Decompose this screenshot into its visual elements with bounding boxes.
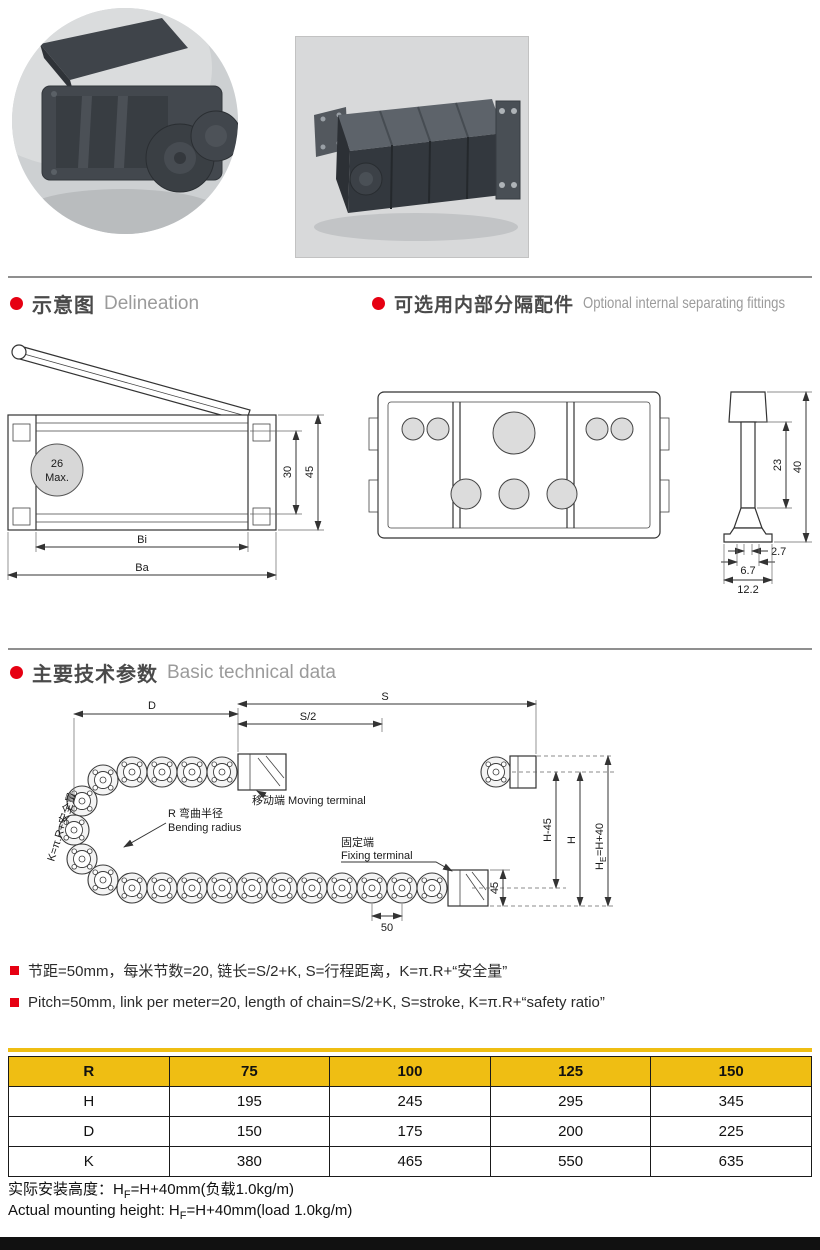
footer-bar	[0, 1237, 820, 1250]
dim-2-7-label: 2.7	[771, 546, 786, 558]
product-photo-rect-art	[296, 37, 528, 257]
section-divider	[8, 276, 812, 278]
table-cell: 225	[650, 1116, 812, 1147]
dim-d-label: D	[148, 700, 156, 712]
table-accent-strip	[8, 1048, 812, 1052]
moving-terminal-label: 移动端 Moving terminal	[252, 794, 366, 807]
table-cell: 295	[489, 1086, 652, 1117]
section-title-en: Optional internal separating fittings	[583, 294, 786, 312]
chain-bend-diagram: D S S/2 K=π.R+安全量 移动端 Moving terminal R …	[44, 691, 614, 934]
product-photo-circle	[12, 8, 238, 234]
technical-data-table: R 75 100 125 150 H 195 245 295 345 D 150…	[8, 1056, 812, 1177]
table-cell: 245	[329, 1086, 491, 1117]
dim-12-2-label: 12.2	[737, 584, 758, 596]
side-view-drawing: 26 Max. 30 45 Bi Ba	[7, 344, 324, 580]
dim-ba-label: Ba	[135, 562, 149, 574]
row-label: R	[8, 1056, 170, 1087]
dim-45-label: 45	[489, 882, 501, 894]
section-header-technical: 主要技术参数 Basic technical data	[10, 658, 336, 687]
table-cell: 380	[168, 1146, 331, 1177]
mounting-height-note-en: Actual mounting height: HF=H+40mm(load 1…	[8, 1202, 352, 1222]
footer-text: =H+40mm(load 1.0kg/m)	[186, 1202, 353, 1219]
dim-50-label: 50	[381, 922, 393, 934]
dim-30-label: 30	[282, 466, 294, 478]
footer-text: Actual mounting height: H	[8, 1202, 180, 1219]
red-bullet-icon	[372, 297, 385, 310]
red-square-icon	[10, 966, 19, 975]
table-cell: 100	[329, 1056, 491, 1087]
dim-h45-label: H-45	[542, 818, 554, 842]
dim-23-label: 23	[772, 459, 784, 471]
section-title-en: Delineation	[104, 292, 200, 314]
delineation-drawings: 26 Max. 30 45 Bi Ba	[7, 344, 812, 596]
table-cell: 200	[489, 1116, 652, 1147]
table-cell: 75	[168, 1056, 331, 1087]
table-row: R 75 100 125 150	[8, 1056, 812, 1087]
dim-h-label: H	[566, 836, 578, 844]
product-photo-circle-art	[12, 8, 238, 234]
table-cell: 150	[650, 1056, 812, 1087]
fixing-terminal-label-zh: 固定端	[341, 835, 374, 849]
max-diameter-label: 26	[51, 458, 63, 470]
dim-40-label: 40	[792, 461, 804, 473]
dim-6-7-label: 6.7	[740, 565, 755, 577]
row-label: H	[8, 1086, 170, 1117]
red-bullet-icon	[10, 297, 23, 310]
table-cell: 345	[650, 1086, 812, 1117]
max-diameter-label: Max.	[45, 472, 69, 484]
table-cell: 125	[489, 1056, 652, 1087]
footer-subscript: F	[123, 1189, 131, 1201]
dim-s2-label: S/2	[300, 711, 317, 723]
section-header-fittings: 可选用内部分隔配件 Optional internal separating f…	[372, 290, 820, 317]
table-cell: 550	[489, 1146, 652, 1177]
svg-text:E: E	[599, 857, 608, 862]
note-zh: 节距=50mm，每米节数=20, 链长=S/2+K, S=行程距离，K=π.R+…	[10, 960, 507, 981]
note-text: Pitch=50mm, link per meter=20, length of…	[28, 994, 605, 1011]
row-label: K	[8, 1146, 170, 1177]
section-title-zh: 可选用内部分隔配件	[394, 295, 575, 316]
section-header-delineation: 示意图 Delineation	[10, 289, 199, 318]
section-title-zh: 示意图	[32, 295, 95, 317]
row-label: D	[8, 1116, 170, 1147]
note-text: 节距=50mm，每米节数=20, 链长=S/2+K, S=行程距离，K=π.R+…	[28, 963, 508, 980]
footer-text: 实际安装高度：H	[8, 1181, 124, 1198]
plan-view-drawing	[368, 391, 670, 539]
bending-radius-label-zh: R 弯曲半径	[168, 806, 223, 820]
dim-s-label: S	[381, 691, 388, 703]
table-cell: 150	[168, 1116, 331, 1147]
table-cell: 635	[650, 1146, 812, 1177]
red-bullet-icon	[10, 666, 23, 679]
dim-he-label: H E =H+40	[594, 823, 608, 870]
note-en: Pitch=50mm, link per meter=20, length of…	[10, 994, 605, 1011]
bending-radius-label-en: Bending radius	[168, 822, 242, 834]
footer-subscript: F	[179, 1210, 187, 1222]
separator-profile-drawing: 23 40 2.7 6.7 12.2	[721, 391, 812, 596]
dim-45-label: 45	[304, 466, 316, 478]
svg-text:H: H	[594, 862, 606, 870]
table-row: H 195 245 295 345	[8, 1086, 812, 1117]
svg-text:=H+40: =H+40	[594, 823, 606, 856]
red-square-icon	[10, 998, 19, 1007]
fixing-terminal-label-en: Fixing terminal	[341, 850, 413, 862]
table-cell: 465	[329, 1146, 491, 1177]
table-cell: 195	[168, 1086, 331, 1117]
footer-text: =H+40mm(负载1.0kg/m)	[130, 1181, 294, 1198]
moving-terminal-bracket	[237, 753, 287, 791]
dim-bi-label: Bi	[137, 534, 147, 546]
mounting-height-note-zh: 实际安装高度：HF=H+40mm(负载1.0kg/m)	[8, 1178, 294, 1201]
table-row: K 380 465 550 635	[8, 1146, 812, 1177]
table-row: D 150 175 200 225	[8, 1116, 812, 1147]
section-title-en: Basic technical data	[167, 661, 336, 683]
section-title-zh: 主要技术参数	[32, 664, 158, 686]
table-cell: 175	[329, 1116, 491, 1147]
product-photo-rect	[295, 36, 529, 258]
section-divider	[8, 648, 812, 650]
